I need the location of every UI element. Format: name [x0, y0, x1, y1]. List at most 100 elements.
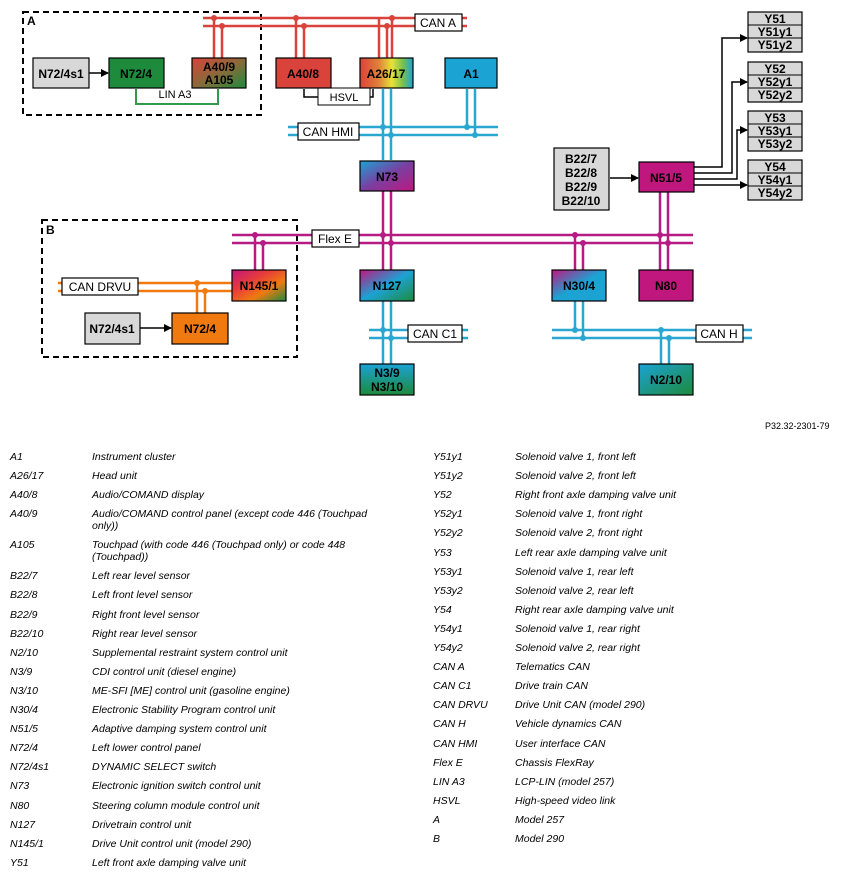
legend-code: CAN C1 — [433, 680, 472, 693]
svg-text:B22/8: B22/8 — [565, 166, 597, 180]
svg-text:Y54: Y54 — [764, 160, 786, 174]
legend-code: B22/8 — [10, 589, 38, 602]
legend-description: Audio/COMAND control panel (except code … — [92, 508, 368, 521]
legend-description: Audio/COMAND display — [92, 489, 205, 502]
legend-description: Right rear axle damping valve unit — [515, 603, 674, 616]
svg-text:CAN H: CAN H — [700, 327, 737, 341]
legend-description: Left front axle damping valve unit — [92, 856, 247, 869]
node-n73: N73 — [359, 160, 415, 192]
legend-description: User interface CAN — [515, 737, 606, 750]
legend-description: Model 257 — [515, 813, 565, 826]
svg-text:Flex E: Flex E — [318, 232, 352, 246]
node-n72-4-b: N72/4 — [171, 312, 229, 345]
svg-text:CAN A: CAN A — [420, 16, 456, 30]
svg-text:N2/10: N2/10 — [650, 373, 682, 387]
svg-text:Y53y1: Y53y1 — [758, 124, 793, 138]
legend-code: Y52y1 — [433, 508, 463, 521]
svg-text:A40/8: A40/8 — [287, 67, 319, 81]
legend-description: Left lower control panel — [92, 742, 201, 755]
legend-code: B — [433, 833, 441, 845]
group-b-label: B — [46, 223, 55, 237]
node-b22-sensors: B22/7 B22/8 B22/9 B22/10 — [553, 147, 610, 211]
legend-description: Right front level sensor — [92, 608, 200, 621]
flex-e-junctions — [252, 232, 671, 246]
svg-text:N3/10: N3/10 — [371, 380, 403, 394]
node-n2-10: N2/10 — [638, 363, 694, 396]
svg-text:Y54y1: Y54y1 — [758, 173, 793, 187]
legend-code: B22/9 — [10, 608, 38, 621]
node-y54-stack: Y54 Y54y1 Y54y2 — [747, 159, 803, 201]
node-n145-1: N145/1 — [231, 269, 287, 302]
bus-label-can-c1: CAN C1 — [407, 324, 463, 343]
svg-text:N80: N80 — [655, 279, 677, 293]
legend-description: Solenoid valve 1, rear right — [515, 622, 640, 635]
arrows-n51-to-valves — [694, 34, 748, 189]
node-y53-stack: Y53 Y53y1 Y53y2 — [747, 110, 803, 152]
legend-code: N2/10 — [10, 646, 39, 659]
legend-description: Supplemental restraint system control un… — [92, 646, 288, 659]
legend-description: Electronic Stability Program control uni… — [92, 704, 276, 716]
legend-code: B22/10 — [10, 627, 44, 640]
legend-description: Right rear level sensor — [92, 627, 198, 640]
legend-code: CAN HMI — [433, 737, 478, 750]
lin-a3-label: LIN A3 — [158, 89, 191, 101]
legend-code: CAN A — [433, 661, 465, 674]
svg-text:N145/1: N145/1 — [240, 279, 279, 293]
legend-code: N3/9 — [10, 665, 33, 678]
node-a1: A1 — [444, 57, 498, 89]
node-y52-stack: Y52 Y52y1 Y52y2 — [747, 61, 803, 103]
legend-code: N127 — [10, 818, 36, 831]
node-n80: N80 — [638, 269, 694, 302]
legend-description: Model 290 — [515, 833, 565, 845]
legend-description: LCP-LIN (model 257) — [515, 775, 615, 788]
legend-description: ME-SFI [ME] control unit (gasoline engin… — [92, 684, 290, 697]
bus-label-can-drvu: CAN DRVU — [61, 277, 139, 296]
legend-description: Vehicle dynamics CAN — [515, 718, 622, 731]
svg-text:N72/4s1: N72/4s1 — [89, 322, 135, 336]
node-a40-8: A40/8 — [275, 57, 332, 89]
legend-code: A26/17 — [10, 470, 44, 483]
legend-code: N3/10 — [10, 684, 39, 697]
legend-code: Y51y2 — [433, 470, 463, 483]
legend-description: Solenoid valve 1, front left — [515, 451, 636, 463]
svg-text:B22/7: B22/7 — [565, 152, 597, 166]
legend-description: (Touchpad)) — [92, 551, 149, 564]
svg-text:N3/9: N3/9 — [374, 366, 400, 380]
legend-code: A40/9 — [10, 508, 38, 521]
svg-text:A1: A1 — [463, 67, 479, 81]
legend-description: Left rear axle damping valve unit — [515, 546, 667, 559]
svg-text:CAN DRVU: CAN DRVU — [69, 280, 131, 294]
legend-description: Solenoid valve 1, rear left — [515, 565, 634, 578]
svg-text:A40/9: A40/9 — [203, 60, 235, 74]
svg-text:Y51: Y51 — [764, 12, 786, 26]
svg-text:N73: N73 — [376, 170, 398, 184]
legend-description: Solenoid valve 2, rear right — [515, 642, 640, 654]
can-h-junctions — [572, 327, 672, 341]
bus-label-can-hmi: CAN HMI — [297, 122, 360, 141]
node-n3: N3/9 N3/10 — [359, 363, 415, 396]
legend-code: N145/1 — [10, 837, 44, 850]
legend-code: Y54 — [433, 603, 452, 616]
can-c1-junctions — [380, 327, 394, 341]
can-hmi-junctions — [380, 124, 478, 138]
legend-code: LIN A3 — [433, 775, 465, 788]
legend-description: Electronic ignition switch control unit — [92, 780, 261, 793]
legend-code: Y51y1 — [433, 451, 463, 463]
legend-code: N80 — [10, 799, 30, 812]
legend-code: A40/8 — [10, 489, 38, 502]
node-y51-stack: Y51 Y51y1 Y51y2 — [747, 11, 803, 53]
svg-text:Y53: Y53 — [764, 111, 786, 125]
bus-label-can-a: CAN A — [414, 13, 463, 32]
legend-code: Y52 — [433, 489, 452, 502]
legend-code: CAN H — [433, 718, 466, 731]
svg-text:N51/5: N51/5 — [650, 171, 682, 185]
node-a40-9-a105: A40/9 A105 — [191, 57, 247, 89]
node-n72-4s1-a: N72/4s1 — [32, 57, 90, 89]
legend-description: Drivetrain control unit — [92, 818, 192, 831]
legend-code: Y53 — [433, 546, 452, 559]
legend-code: CAN DRVU — [433, 699, 488, 712]
legend-description: DYNAMIC SELECT switch — [92, 761, 217, 774]
legend-code: HSVL — [433, 794, 461, 807]
flex-e-bus-lines — [232, 191, 693, 270]
svg-text:Y51y1: Y51y1 — [758, 25, 793, 39]
